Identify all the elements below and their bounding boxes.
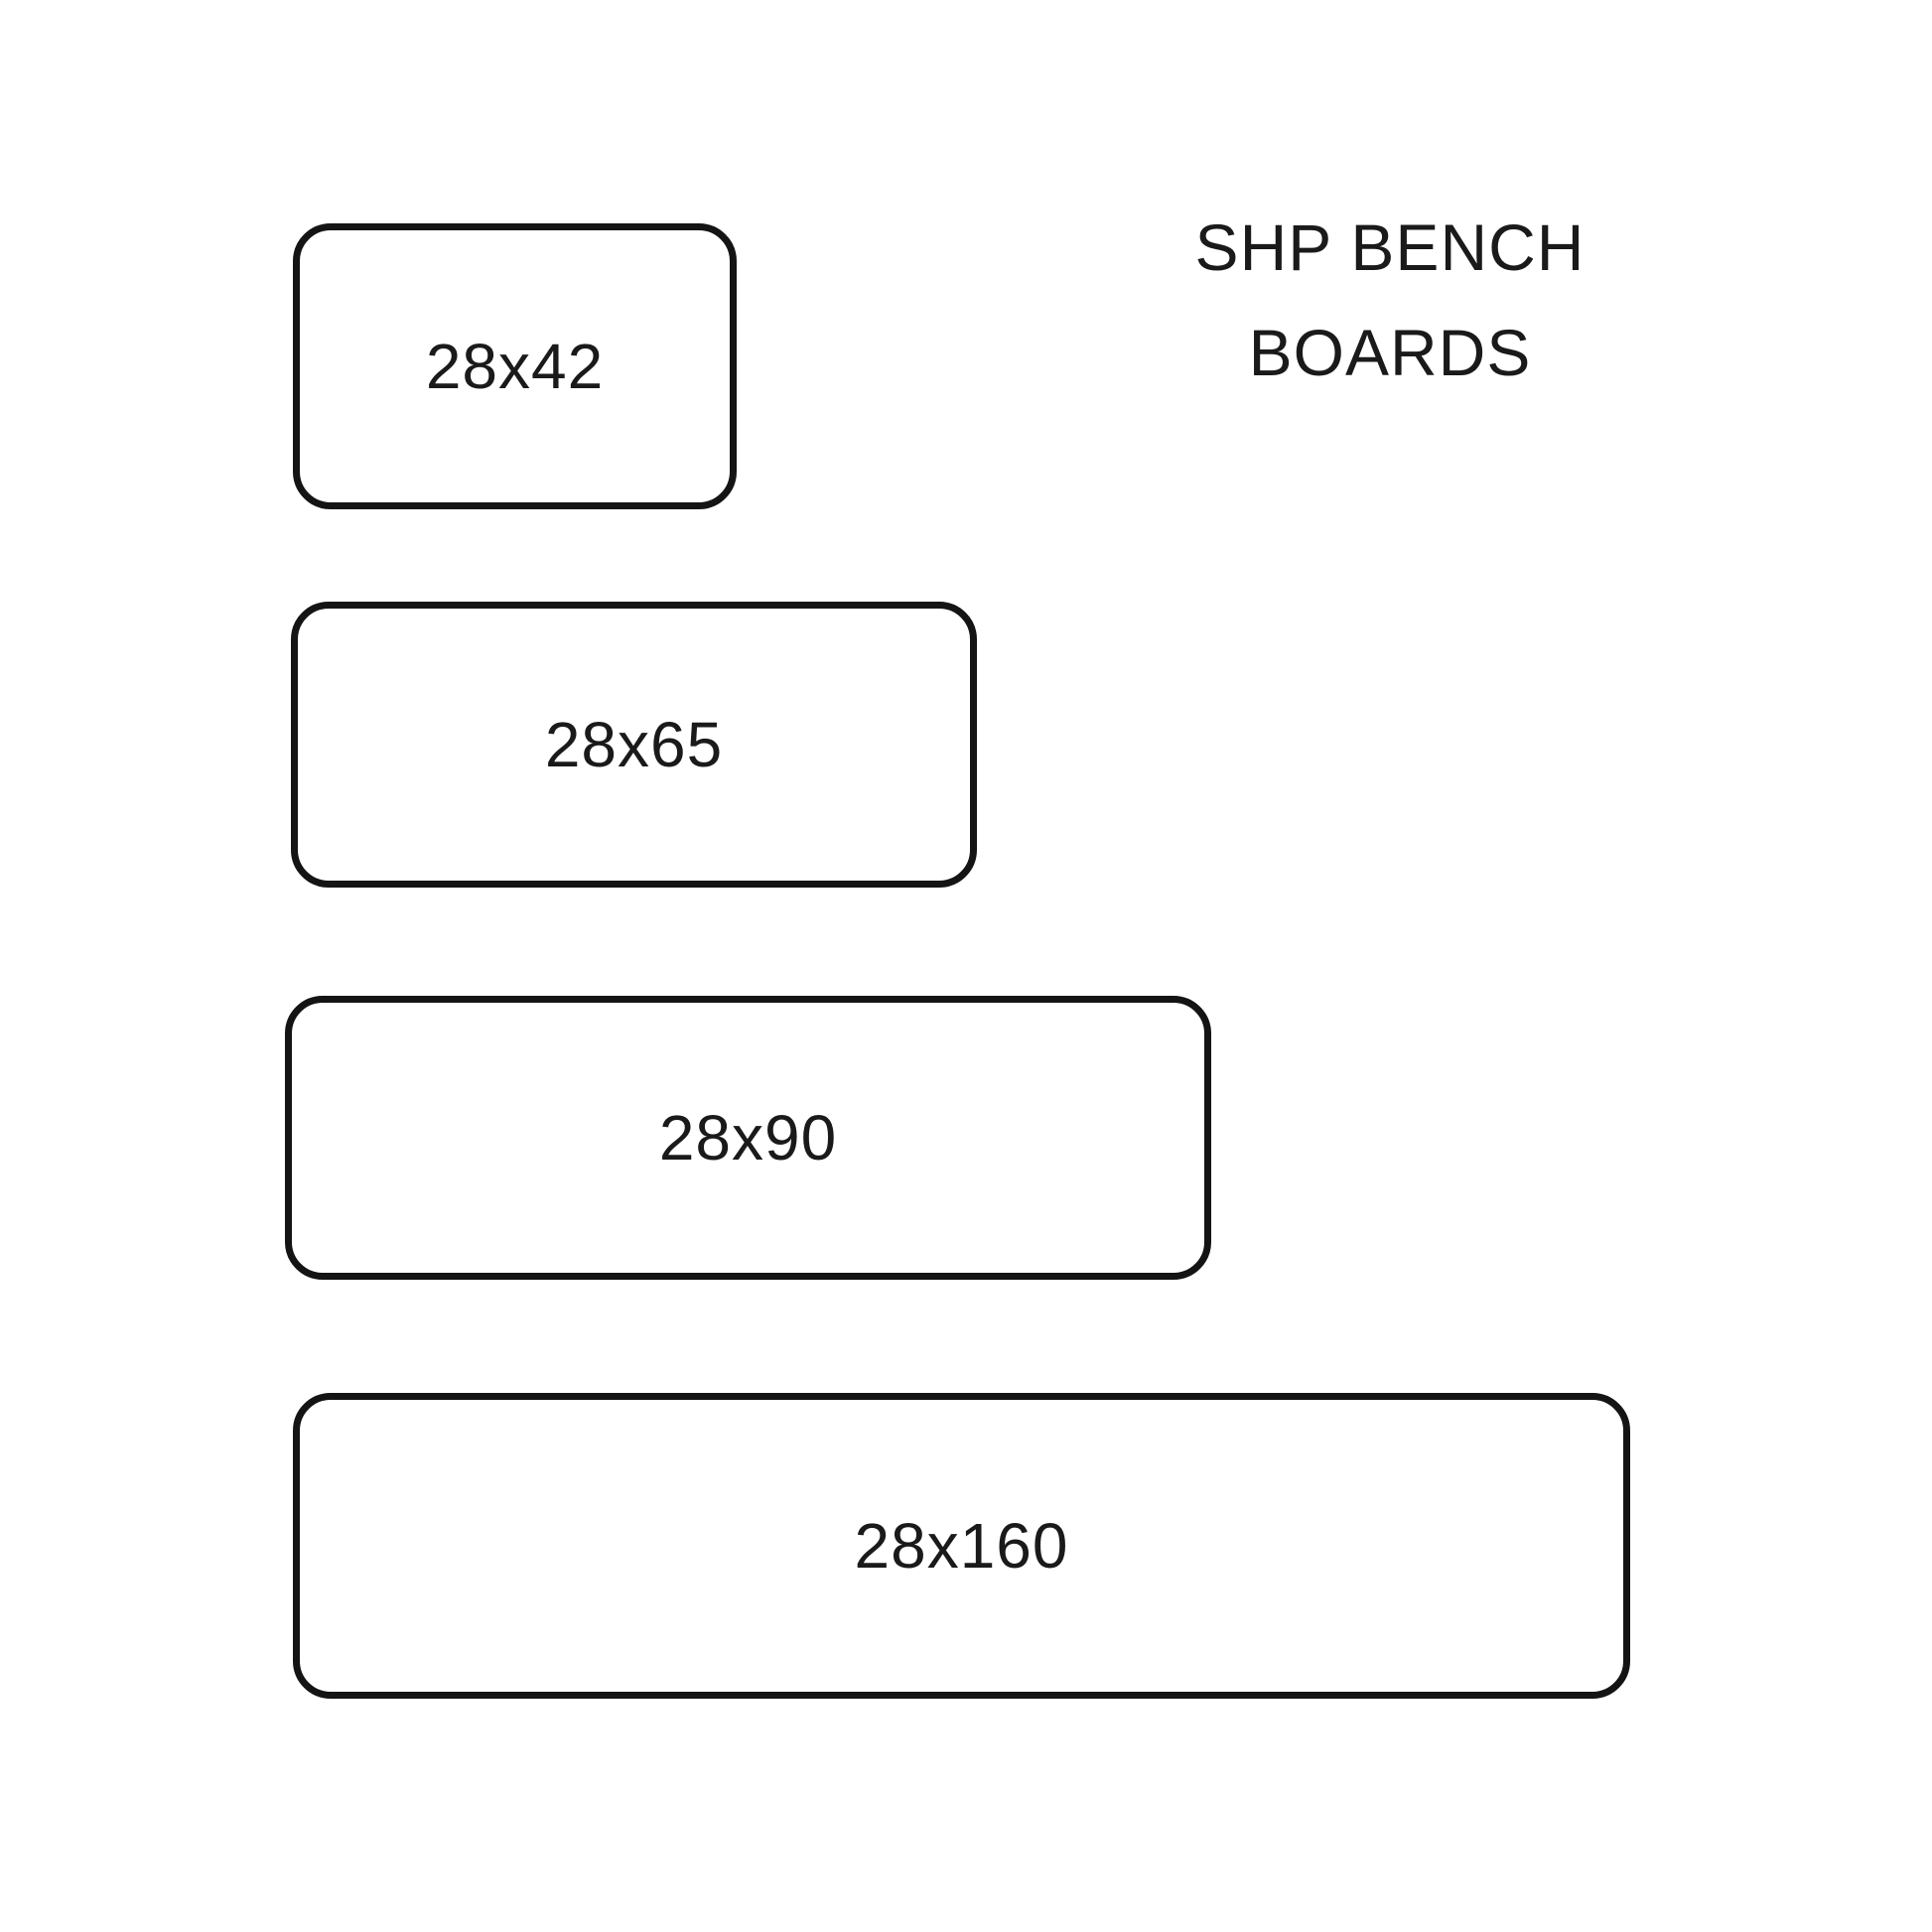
- board-size-label: 28x42: [425, 331, 605, 402]
- board-28x90: 28x90: [285, 996, 1211, 1280]
- board-28x42: 28x42: [293, 223, 737, 509]
- board-size-label: 28x65: [544, 709, 724, 780]
- diagram-title: SHP BENCH BOARDS: [1092, 195, 1688, 405]
- diagram-title-line1: SHP BENCH: [1194, 210, 1586, 284]
- board-28x65: 28x65: [291, 602, 977, 888]
- board-size-label: 28x90: [658, 1102, 838, 1173]
- diagram-title-line2: BOARDS: [1248, 316, 1532, 389]
- board-28x160: 28x160: [293, 1393, 1630, 1699]
- board-size-label: 28x160: [854, 1510, 1069, 1582]
